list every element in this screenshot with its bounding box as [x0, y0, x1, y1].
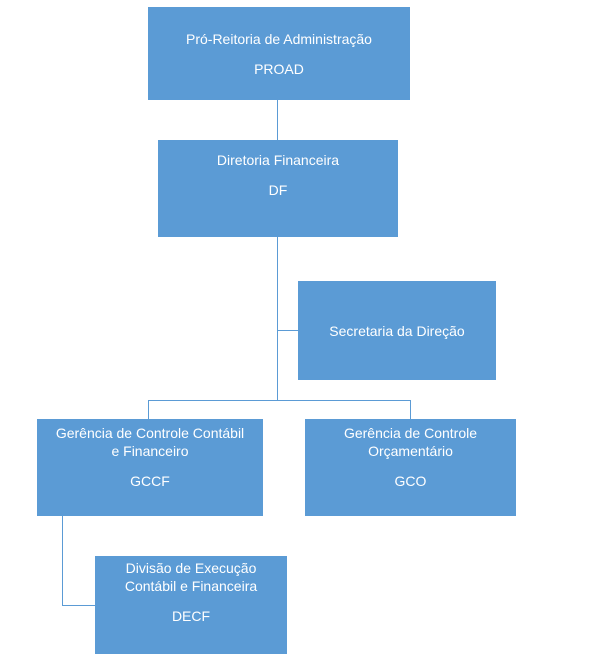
org-node-df: Diretoria Financeira DF: [158, 140, 398, 237]
connector-split-horizontal: [148, 400, 411, 401]
org-node-decf-abbr: DECF: [171, 608, 211, 624]
org-node-gco: Gerência de Controle Orçamentário GCO: [305, 419, 516, 516]
connector-gccf-decf-vertical: [62, 516, 63, 606]
org-node-df-abbr: DF: [268, 182, 288, 198]
org-node-gco-title: Gerência de Controle Orçamentário: [343, 425, 478, 459]
org-node-secretaria-title: Secretaria da Direção: [329, 322, 465, 339]
org-node-gco-abbr: GCO: [394, 473, 427, 489]
connector-gco-drop: [410, 400, 411, 419]
org-node-df-title: Diretoria Financeira: [216, 152, 340, 168]
org-node-gccf-abbr: GCCF: [130, 473, 170, 489]
org-node-decf-title: Divisão de Execução Contábil e Financeir…: [124, 560, 258, 594]
connector-df-secretaria-horizontal: [278, 330, 298, 331]
org-node-proad: Pró-Reitoria de Administração PROAD: [148, 7, 410, 100]
org-node-gccf: Gerência de Controle Contábil e Financei…: [37, 419, 263, 516]
org-node-decf: Divisão de Execução Contábil e Financeir…: [95, 556, 287, 654]
connector-df-trunk-vertical: [277, 237, 278, 401]
connector-gccf-decf-horizontal: [62, 605, 95, 606]
org-node-proad-title: Pró-Reitoria de Administração: [186, 30, 372, 47]
connector-proad-df: [277, 100, 278, 140]
org-node-proad-abbr: PROAD: [254, 60, 304, 77]
connector-gccf-drop: [148, 400, 149, 419]
org-node-gccf-title: Gerência de Controle Contábil e Financei…: [55, 425, 245, 459]
org-node-secretaria: Secretaria da Direção: [298, 281, 496, 380]
